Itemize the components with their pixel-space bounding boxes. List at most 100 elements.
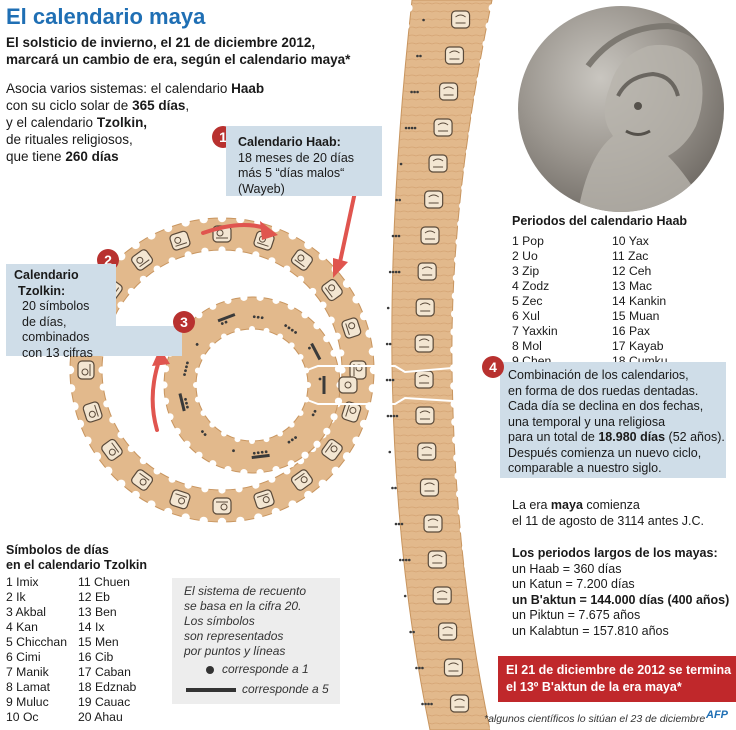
day-glyph-icon (77, 360, 95, 380)
wheel-notch (313, 322, 321, 330)
wheel-notch (195, 451, 203, 459)
wheel-notch (218, 486, 226, 494)
wheel-notch (200, 354, 207, 360)
list-item: 4 Kan (6, 620, 38, 634)
haab-strip-teeth (366, 4, 498, 730)
list-item: 6 Xul (512, 309, 540, 323)
wheel-notch (240, 293, 248, 301)
callout-total-days: 18.980 días (598, 430, 666, 444)
strip-notch (451, 418, 460, 426)
list-item: 13 Ben (78, 605, 117, 619)
strip-notch (387, 616, 396, 624)
number-mark (232, 449, 235, 453)
wheel-notch (92, 452, 102, 461)
strip-notch (369, 454, 378, 462)
wheel-notch (252, 481, 260, 489)
dot-mark (386, 306, 390, 310)
dot-mark (400, 522, 404, 526)
callout-combination: Combinación de los calendarios, en forma… (500, 362, 726, 478)
callout-combination-line: Combinación de los calendarios, (508, 368, 689, 382)
wheel-notch (195, 311, 203, 319)
callout-3-number: 3 (173, 311, 195, 333)
wheel-notch (297, 354, 304, 360)
page-title: El calendario maya (6, 4, 206, 29)
wheel-notch (153, 467, 161, 475)
wheel-notch (201, 247, 209, 255)
wheel-notch (333, 332, 341, 340)
strip-notch (390, 634, 399, 642)
dot-mark (422, 18, 425, 22)
list-item: 2 Uo (512, 249, 538, 263)
day-glyph-icon (169, 230, 191, 251)
wheel-notch (309, 287, 317, 296)
dot-mark (395, 414, 399, 418)
strip-notch (399, 688, 408, 696)
strip-notch (482, 40, 491, 48)
wheel-notch (117, 301, 125, 309)
wheel-notch (334, 397, 343, 405)
dot-mark (395, 198, 398, 202)
wheel-notch (199, 214, 208, 224)
long-period-baktun: un B'aktun = 144.000 días (400 años) (512, 592, 730, 607)
wheel-notch (249, 438, 255, 444)
dot-mark (421, 666, 424, 670)
strip-notch (469, 598, 478, 606)
wheel-notch (318, 252, 327, 261)
wheel-notch (283, 467, 291, 475)
list-item: 19 Cauac (78, 695, 131, 709)
strip-notch (477, 652, 486, 660)
strip-notch (473, 94, 482, 102)
wheel-notch (70, 402, 79, 411)
strip-notch (393, 652, 402, 660)
wheel-notch (127, 287, 135, 296)
strip-notch (489, 724, 498, 730)
dot-mark (391, 234, 395, 238)
banner-line: el 13º B'aktun de la era maya* (506, 680, 682, 694)
strip-notch (384, 130, 393, 138)
wheel-notch (327, 316, 335, 324)
intro-text-3: y el calendario (6, 115, 97, 130)
strip-notch (470, 112, 479, 120)
strip-notch (479, 58, 488, 66)
strip-notch (463, 166, 472, 174)
callout-combination-line: una temporal y una religiosa (508, 414, 666, 429)
dot-symbol-icon (206, 666, 214, 674)
list-item: 10 Oc (6, 710, 39, 724)
dot-mark (391, 270, 395, 274)
wheel-notch (199, 516, 208, 526)
strip-notch (468, 130, 477, 138)
era-prefix: La era (512, 498, 551, 512)
wheel-notch (271, 223, 281, 233)
wheel-notch (66, 384, 76, 393)
dot-mark (394, 486, 397, 490)
dot-mark (385, 378, 389, 382)
intro-365: 365 días (132, 98, 186, 113)
wheel-notch (288, 342, 295, 349)
month-glyph-icon (414, 334, 434, 353)
dot-mark (394, 270, 398, 274)
wheel-notch (352, 436, 361, 445)
number-mark (183, 361, 189, 376)
wheel-notch (319, 301, 327, 309)
strip-notch (450, 382, 459, 390)
counting-system-text: El sistema de recuento se basa en la cif… (184, 584, 306, 659)
intro-haab: Haab (231, 81, 265, 96)
strip-notch (367, 292, 376, 300)
strip-notch (373, 220, 382, 228)
dot-mark (415, 666, 418, 670)
strip-notch (476, 76, 485, 84)
dot-mark (394, 234, 398, 238)
wheel-notch (268, 475, 276, 483)
intro-text: Asocia varios sistemas: el calendario Ha… (6, 80, 306, 165)
list-item: 12 Ceh (612, 264, 652, 278)
month-glyph-icon (415, 406, 435, 425)
number-mark (201, 430, 207, 436)
lead-line-1: El solsticio de invierno, el 21 de dicie… (6, 35, 316, 50)
dot-mark (399, 162, 403, 166)
list-item: 20 Ahau (78, 710, 123, 724)
wheel-notch (168, 475, 176, 483)
strip-notch (459, 526, 468, 534)
list-item: 5 Zec (512, 294, 543, 308)
wheel-notch (131, 490, 140, 500)
